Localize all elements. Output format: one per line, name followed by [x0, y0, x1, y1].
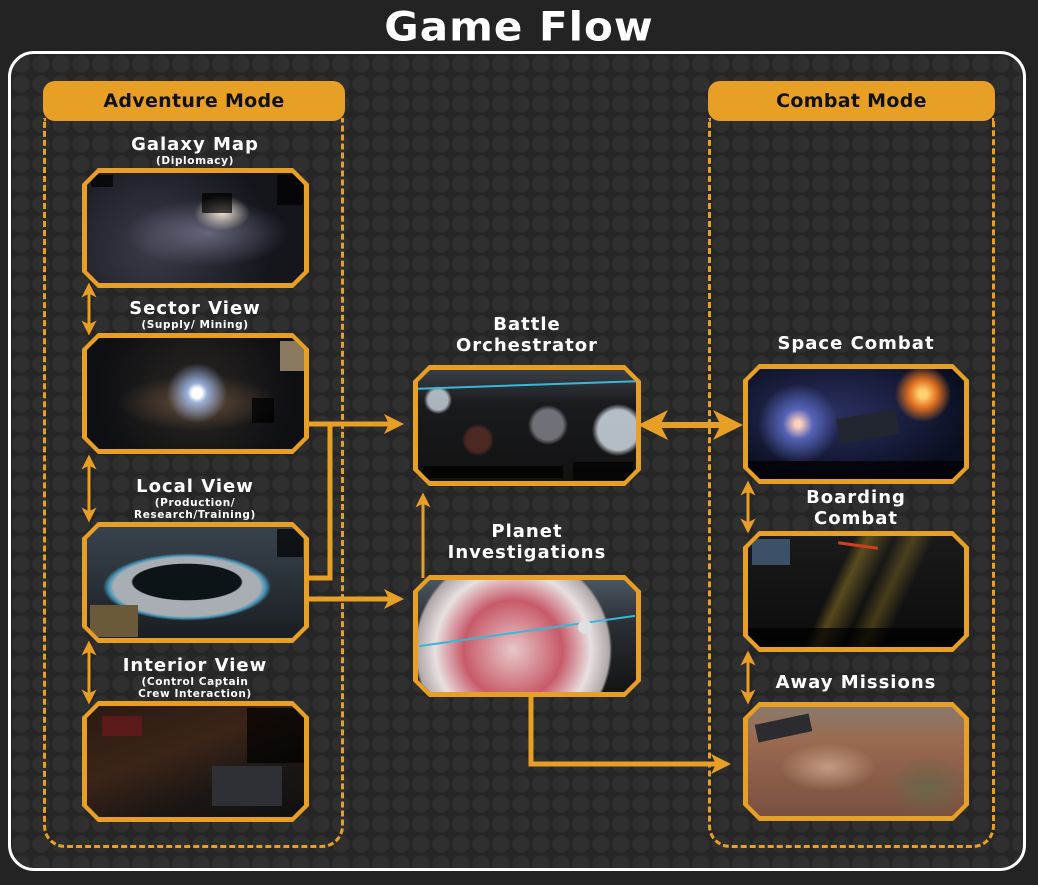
space-combat-label: Space Combat: [743, 333, 969, 354]
sector-view-label: Sector View (Supply/ Mining): [83, 298, 307, 331]
diagram-title: Game Flow: [384, 3, 654, 50]
battle-orchestrator-label: Battle Orchestrator: [413, 314, 641, 356]
combat-mode-zone: [708, 118, 995, 848]
local-view-subtitle-2: Research/Training): [134, 508, 256, 521]
adventure-mode-header: Adventure Mode: [43, 81, 345, 121]
boarding-combat-title-2: Combat: [814, 507, 898, 529]
planet-investigations-screenshot[interactable]: [413, 575, 641, 697]
local-view-screenshot[interactable]: [82, 522, 309, 643]
boarding-combat-screenshot[interactable]: [743, 531, 969, 652]
away-missions-title: Away Missions: [775, 672, 937, 693]
space-combat-screenshot[interactable]: [743, 364, 969, 484]
interior-view-label: Interior View (Control Captain Crew Inte…: [83, 655, 307, 700]
boarding-combat-label: Boarding Combat: [743, 487, 969, 529]
galaxy-map-title: Galaxy Map: [131, 134, 259, 155]
interior-view-screenshot[interactable]: [82, 701, 309, 822]
planet-investigations-title-2: Investigations: [447, 541, 607, 563]
away-missions-label: Away Missions: [743, 672, 969, 693]
boarding-combat-title-1: Boarding: [806, 487, 906, 508]
local-view-label: Local View (Production/ Research/Trainin…: [83, 476, 307, 521]
combat-mode-header: Combat Mode: [708, 81, 995, 121]
battle-orchestrator-title-2: Orchestrator: [455, 334, 599, 356]
interior-view-subtitle-1: (Control Captain: [141, 675, 249, 688]
away-missions-screenshot[interactable]: [743, 702, 969, 821]
battle-orchestrator-title-1: Battle: [493, 314, 561, 335]
sector-view-subtitle: (Supply/ Mining): [141, 318, 249, 331]
interior-view-subtitle-2: Crew Interaction): [138, 687, 252, 700]
adventure-mode-zone: [43, 118, 344, 848]
space-combat-title: Space Combat: [777, 333, 935, 354]
sector-view-title: Sector View: [129, 298, 261, 319]
sector-view-screenshot[interactable]: [82, 333, 309, 454]
planet-investigations-title-1: Planet: [491, 521, 563, 542]
battle-orchestrator-screenshot[interactable]: [413, 365, 641, 486]
galaxy-map-screenshot[interactable]: [82, 168, 309, 288]
local-view-title: Local View: [136, 476, 254, 497]
galaxy-map-subtitle: (Diplomacy): [156, 154, 234, 167]
local-view-subtitle-1: (Production/: [154, 496, 236, 509]
galaxy-map-label: Galaxy Map (Diplomacy): [83, 134, 307, 167]
planet-investigations-label: Planet Investigations: [413, 521, 641, 563]
interior-view-title: Interior View: [122, 655, 268, 676]
